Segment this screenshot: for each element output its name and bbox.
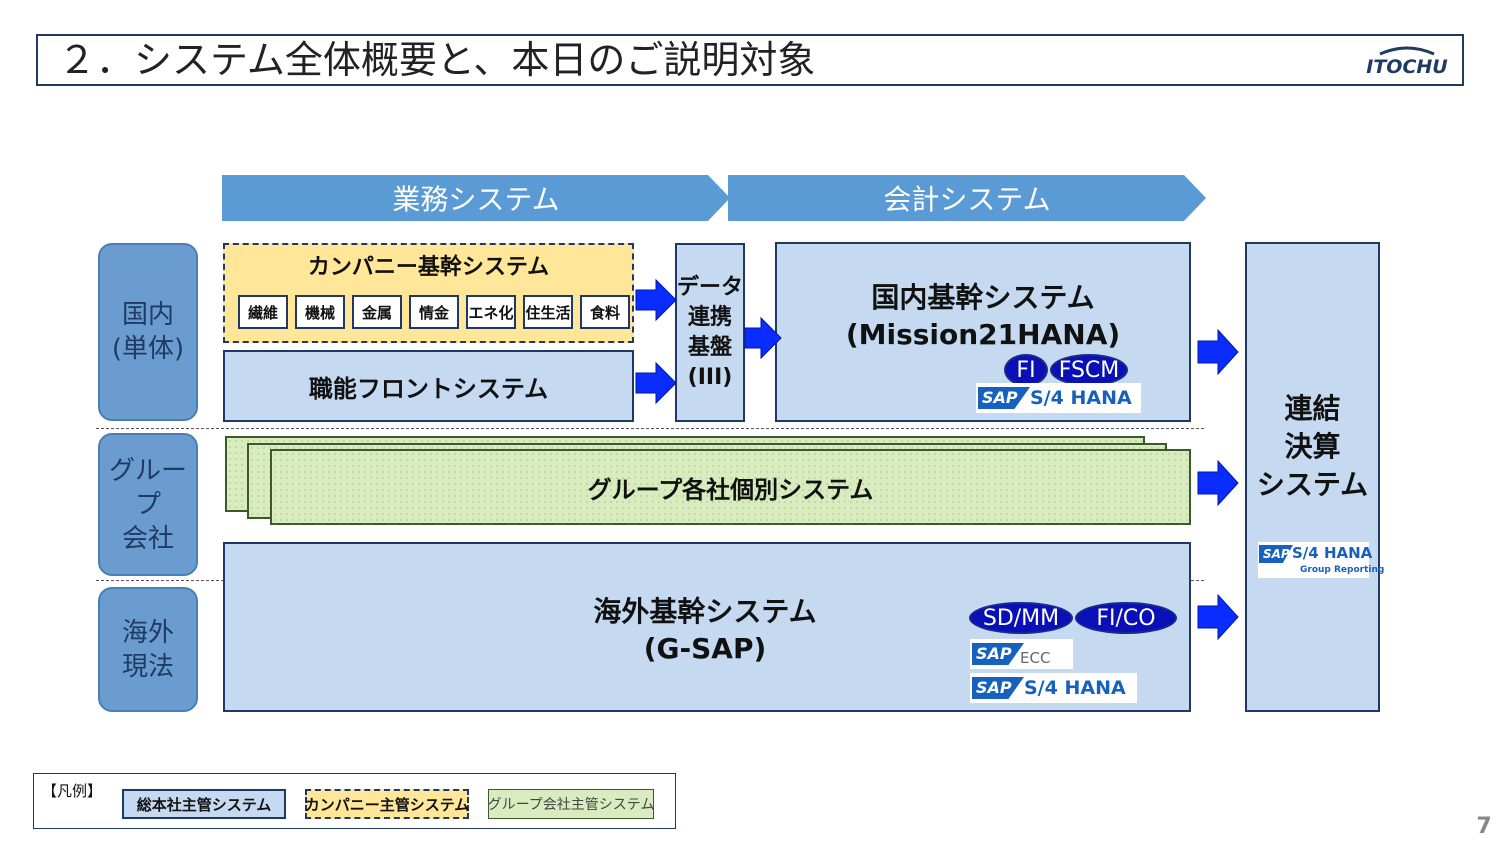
sap-tag: SAP [1259, 545, 1293, 563]
region-overseas-line2: 現法 [121, 651, 174, 682]
company-item-metals: 金属 [352, 295, 402, 329]
region-domestic-line2: (単体) [111, 334, 185, 364]
legend-item-group-company: グループ会社主管システム [488, 789, 654, 819]
region-overseas-line1: 海外 [121, 617, 174, 648]
legend-title: 【凡例】 [42, 782, 103, 800]
sap-tag: SAP [972, 677, 1024, 699]
consolidation-system: 連結 決算 システム [1245, 242, 1380, 712]
arrow-domestic-to-consolidation [1197, 328, 1239, 376]
data-link-line2: 連携 [687, 304, 732, 330]
phase-arrow-shape [728, 175, 1206, 221]
consolidation-line1: 連結 [1284, 392, 1341, 425]
group-reporting-label: Group Reporting [1300, 565, 1385, 575]
group-company-systems: グループ各社個別システム [270, 449, 1191, 525]
phase-accounting: 会計システム [728, 175, 1206, 221]
company-item-ict-finance: 情金 [409, 295, 459, 329]
sap-ecc-logo: SAP ECC [970, 639, 1073, 669]
company-item-textiles: 繊維 [238, 295, 288, 329]
arrow-datalink-to-domestic [744, 316, 782, 360]
itochu-logo-mark: ITOCHU [1366, 46, 1448, 78]
module-fi: FI [1004, 354, 1048, 386]
title-bar [36, 34, 1464, 86]
s4hana-label: S/4 HANA [1292, 544, 1373, 562]
sap-s4hana-group-reporting-logo: SAP S/4 HANA Group Reporting [1258, 542, 1384, 578]
data-link-line1: データ [677, 274, 744, 300]
consolidation-line2: 決算 [1284, 430, 1341, 463]
data-link-line4: (III) [687, 364, 733, 390]
consolidation-line3: システム [1256, 468, 1369, 501]
sap-s4hana-logo: SAP S/4 HANA [970, 673, 1137, 703]
region-domestic-line1: 国内 [121, 300, 174, 330]
region-group-line1: グループ [108, 455, 187, 520]
s4hana-label: S/4 HANA [1024, 677, 1126, 699]
page-title: ２．システム全体概要と、本日のご説明対象 [58, 38, 816, 82]
ecc-label: ECC [1020, 649, 1051, 667]
phase-business: 業務システム [222, 175, 730, 221]
sap-s4hana-logo: SAP S/4 HANA [976, 383, 1141, 413]
legend-item-head-office: 総本社主管システム [122, 789, 286, 819]
company-item-machinery: 機械 [295, 295, 345, 329]
module-fscm: FSCM [1050, 354, 1128, 386]
logo-wordmark: ITOCHU [1366, 56, 1448, 78]
function-front-system: 職能フロントシステム [223, 350, 634, 422]
arrow-front-to-datalink [635, 361, 677, 405]
legend-item-company: カンパニー主管システム [305, 789, 469, 819]
domestic-core-sub: (Mission21HANA) [845, 317, 1121, 351]
page-number: 7 [1476, 813, 1492, 839]
phase-accounting-label: 会計システム [883, 183, 1051, 216]
sap-tag: SAP [978, 387, 1030, 409]
company-item-energy-chem: エネ化 [466, 295, 516, 329]
module-fi-co: FI/CO [1075, 602, 1177, 634]
module-sd-mm: SD/MM [969, 602, 1073, 634]
arrow-overseas-to-consolidation [1197, 593, 1239, 641]
region-domestic: 国内 (単体) [98, 243, 198, 421]
legend [33, 773, 676, 829]
phase-arrow-shape [222, 175, 730, 221]
sap-tag: SAP [972, 643, 1024, 665]
arrow-company-to-datalink [635, 278, 677, 322]
itochu-logo: ITOCHU [1366, 40, 1448, 80]
data-link-line3: 基盤 [687, 334, 732, 360]
region-group-line2: 会社 [121, 523, 174, 554]
data-link-platform: データ 連携 基盤 (III) [675, 243, 745, 422]
separator-domestic-group [96, 428, 1204, 429]
overseas-core-sub: (G-SAP) [643, 631, 767, 665]
s4hana-label: S/4 HANA [1030, 387, 1132, 409]
overseas-core-name: 海外基幹システム [593, 595, 817, 628]
company-item-lifestyle: 住生活 [523, 295, 573, 329]
arrow-group-to-consolidation [1197, 459, 1239, 507]
company-item-food: 食料 [580, 295, 630, 329]
domestic-core-name: 国内基幹システム [871, 281, 1095, 314]
region-group: グループ 会社 [98, 433, 198, 576]
phase-business-label: 業務システム [392, 183, 560, 216]
company-core-system-title: カンパニー基幹システム [307, 255, 550, 280]
region-overseas: 海外 現法 [98, 587, 198, 712]
